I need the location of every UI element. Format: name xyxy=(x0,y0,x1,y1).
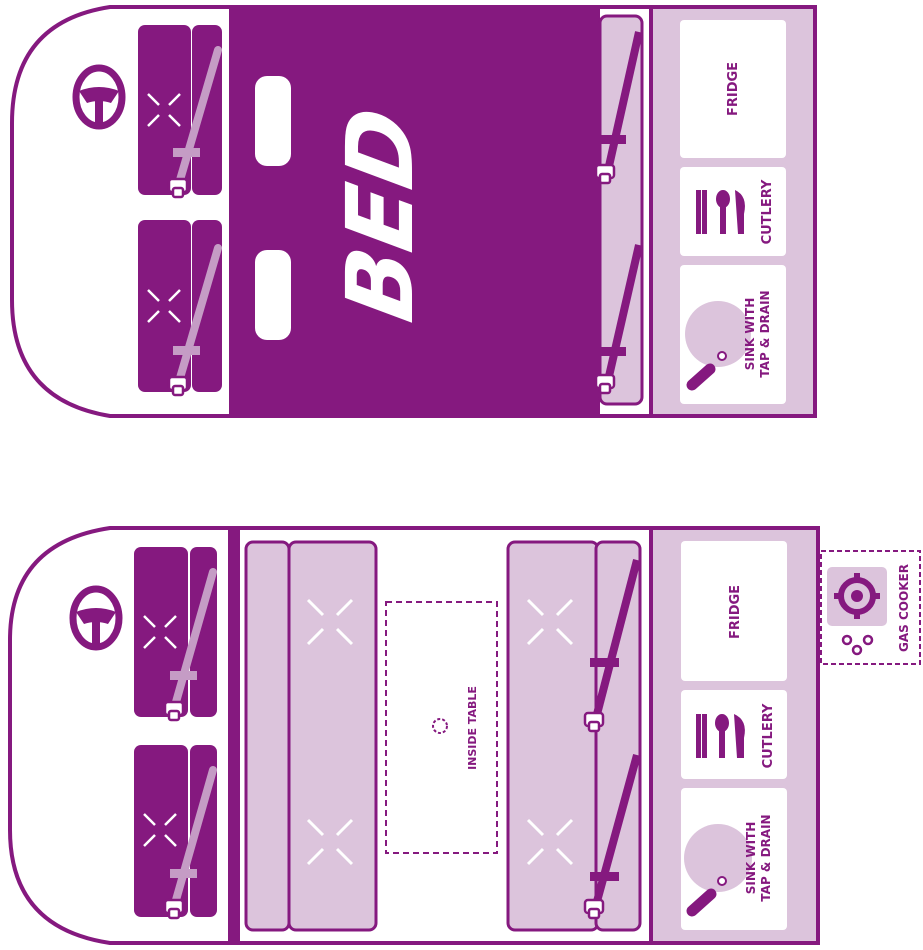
sink-label-line2: TAP & DRAIN xyxy=(759,814,773,901)
cutlery-drawer xyxy=(681,690,787,779)
floor-plan-bed-layout: BED FRIDGE CUTLERY SINK WITH TAP & DRAIN xyxy=(10,5,817,418)
rear-bench xyxy=(598,14,644,406)
seatbelt-icon xyxy=(172,766,217,904)
fridge xyxy=(680,20,786,158)
sink-label-line2: TAP & DRAIN xyxy=(758,290,772,377)
seatbelt-icon xyxy=(176,46,222,184)
burner-icon xyxy=(834,573,880,619)
bench-backrest-rear xyxy=(594,540,642,932)
floor-plan-seating-layout: INSIDE TABLE FRIDGE CUTLERY SINK WITH TA xyxy=(8,526,921,945)
bed xyxy=(229,7,600,416)
front-seat-top xyxy=(134,547,217,722)
sink-label-line1: SINK WITH xyxy=(744,822,758,895)
bench-seat-rear xyxy=(506,540,600,932)
seatbelt-icon xyxy=(603,31,643,176)
seatbelt-icon xyxy=(172,568,217,706)
cutlery-label: CUTLERY xyxy=(760,179,775,244)
pillow-icon xyxy=(255,250,291,340)
bed-label: BED xyxy=(327,100,434,328)
table-leg-icon xyxy=(432,718,448,734)
front-seat-bottom xyxy=(134,745,217,920)
seatbelt-icon xyxy=(603,244,643,386)
cutlery-label: CUTLERY xyxy=(761,703,776,768)
cutlery-icon xyxy=(696,714,745,758)
inside-table xyxy=(385,601,498,854)
sink-icon xyxy=(684,824,752,892)
tap-icon xyxy=(686,363,716,391)
seatbelt-icon xyxy=(176,244,222,382)
tap-icon xyxy=(686,888,717,917)
cab-partition xyxy=(228,528,240,943)
sink-icon xyxy=(685,301,751,367)
fridge-label: FRIDGE xyxy=(728,585,743,639)
bench-seat-front xyxy=(287,540,378,932)
sink-label-line1: SINK WITH xyxy=(743,298,757,371)
front-seat-top xyxy=(138,25,222,199)
table-label: INSIDE TABLE xyxy=(466,686,479,770)
seatbelt-icon xyxy=(592,558,641,720)
knobs-icon xyxy=(841,634,874,656)
pillow-icon xyxy=(255,76,291,166)
front-seat-bottom xyxy=(138,220,222,397)
bench-backrest-front xyxy=(244,540,291,932)
gas-cooker-label: GAS COOKER xyxy=(897,564,911,652)
fridge xyxy=(681,541,787,681)
fridge-label: FRIDGE xyxy=(726,62,741,116)
cutlery-icon xyxy=(696,190,745,234)
